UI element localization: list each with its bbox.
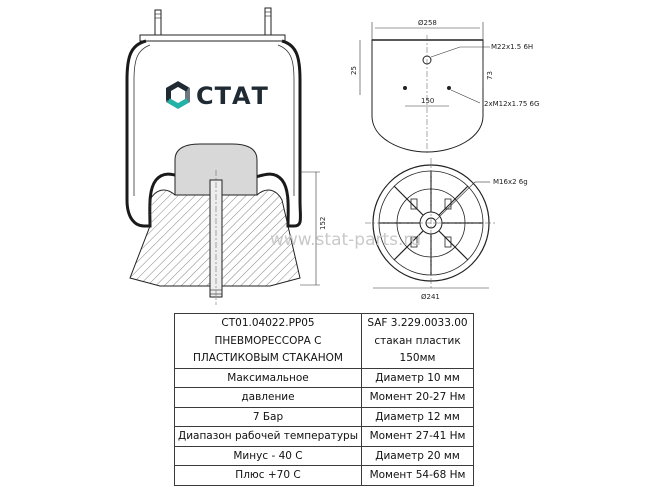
product-description-cell: CT01.04022.PP05 ПНЕВМОРЕССОРА С ПЛАСТИКО… <box>174 313 362 369</box>
top-diameter-label: Ø258 <box>418 19 437 27</box>
product-variant: ПЛАСТИКОВЫМ СТАКАНОМ <box>193 352 343 364</box>
bolt-spacing-label: 150 <box>421 97 434 105</box>
table-cell-left: Плюс +70 С <box>174 465 362 487</box>
piston-material: стакан пластик <box>374 334 461 347</box>
top-stud-right <box>264 7 272 36</box>
table-cell-left: 7 Бар <box>174 406 362 428</box>
piston-cap <box>174 143 258 196</box>
table-row: 7 Бар Диаметр 12 мм <box>174 406 474 428</box>
top-height-label: 25 <box>350 66 358 75</box>
table-cell-left: давление <box>174 387 362 408</box>
bottom-thread-label: M16x2 6g <box>493 178 528 186</box>
table-row: давление Момент 20-27 Нм <box>174 387 474 408</box>
table-cell-right: Диаметр 12 мм <box>361 406 474 428</box>
top-view: Ø258 25 73 150 M22x1.5 6H 2xM12x1.75 6G <box>350 19 539 155</box>
stat-logo: СТАТ <box>166 81 269 110</box>
oem-reference-cell: SAF 3.229.0033.00 стакан пластик 150мм <box>361 313 474 369</box>
table-cell-right: Момент 20-27 Нм <box>361 387 474 408</box>
offset-label: 73 <box>486 71 494 80</box>
table-row: Плюс +70 С Момент 54-68 Нм <box>174 465 474 487</box>
center-thread-label: M22x1.5 6H <box>491 43 533 51</box>
table-cell-right: Диаметр 10 мм <box>361 367 474 389</box>
technical-drawing: 152 СТАТ Ø258 25 73 150 M22x1.5 6H <box>125 7 539 305</box>
table-cell-right: Диаметр 20 мм <box>361 445 474 467</box>
table-header-row: CT01.04022.PP05 ПНЕВМОРЕССОРА С ПЛАСТИКО… <box>174 313 474 369</box>
bottom-diameter-label: Ø241 <box>421 293 440 301</box>
table-row: Минус - 40 С Диаметр 20 мм <box>174 445 474 467</box>
table-cell-left: Диапазон рабочей температуры <box>174 426 362 447</box>
table-row: Максимальное Диаметр 10 мм <box>174 367 474 389</box>
oem-number: SAF 3.229.0033.00 <box>367 317 468 329</box>
stud-thread-label: 2xM12x1.75 6G <box>484 100 539 108</box>
logo-text: СТАТ <box>196 82 269 110</box>
product-type: ПНЕВМОРЕССОРА С <box>214 334 322 347</box>
piston-height: 150мм <box>399 352 436 364</box>
spec-table: CT01.04022.PP05 ПНЕВМОРЕССОРА С ПЛАСТИКО… <box>174 313 474 487</box>
air-spring-side-view: 152 <box>125 7 327 305</box>
table-cell-left: Минус - 40 С <box>174 445 362 467</box>
table-cell-right: Момент 54-68 Нм <box>361 465 474 487</box>
logo-hexagon-icon <box>166 81 190 109</box>
table-row: Диапазон рабочей температуры Момент 27-4… <box>174 426 474 447</box>
top-plate <box>139 34 286 42</box>
top-stud-left <box>154 9 162 36</box>
part-code: CT01.04022.PP05 <box>221 317 315 329</box>
bottom-view: M16x2 6g Ø241 <box>365 158 528 301</box>
table-cell-left: Максимальное <box>174 367 362 389</box>
height-dimension: 152 <box>319 217 327 230</box>
watermark: www.stat-parts.ru <box>270 230 421 250</box>
table-cell-right: Момент 27-41 Нм <box>361 426 474 447</box>
